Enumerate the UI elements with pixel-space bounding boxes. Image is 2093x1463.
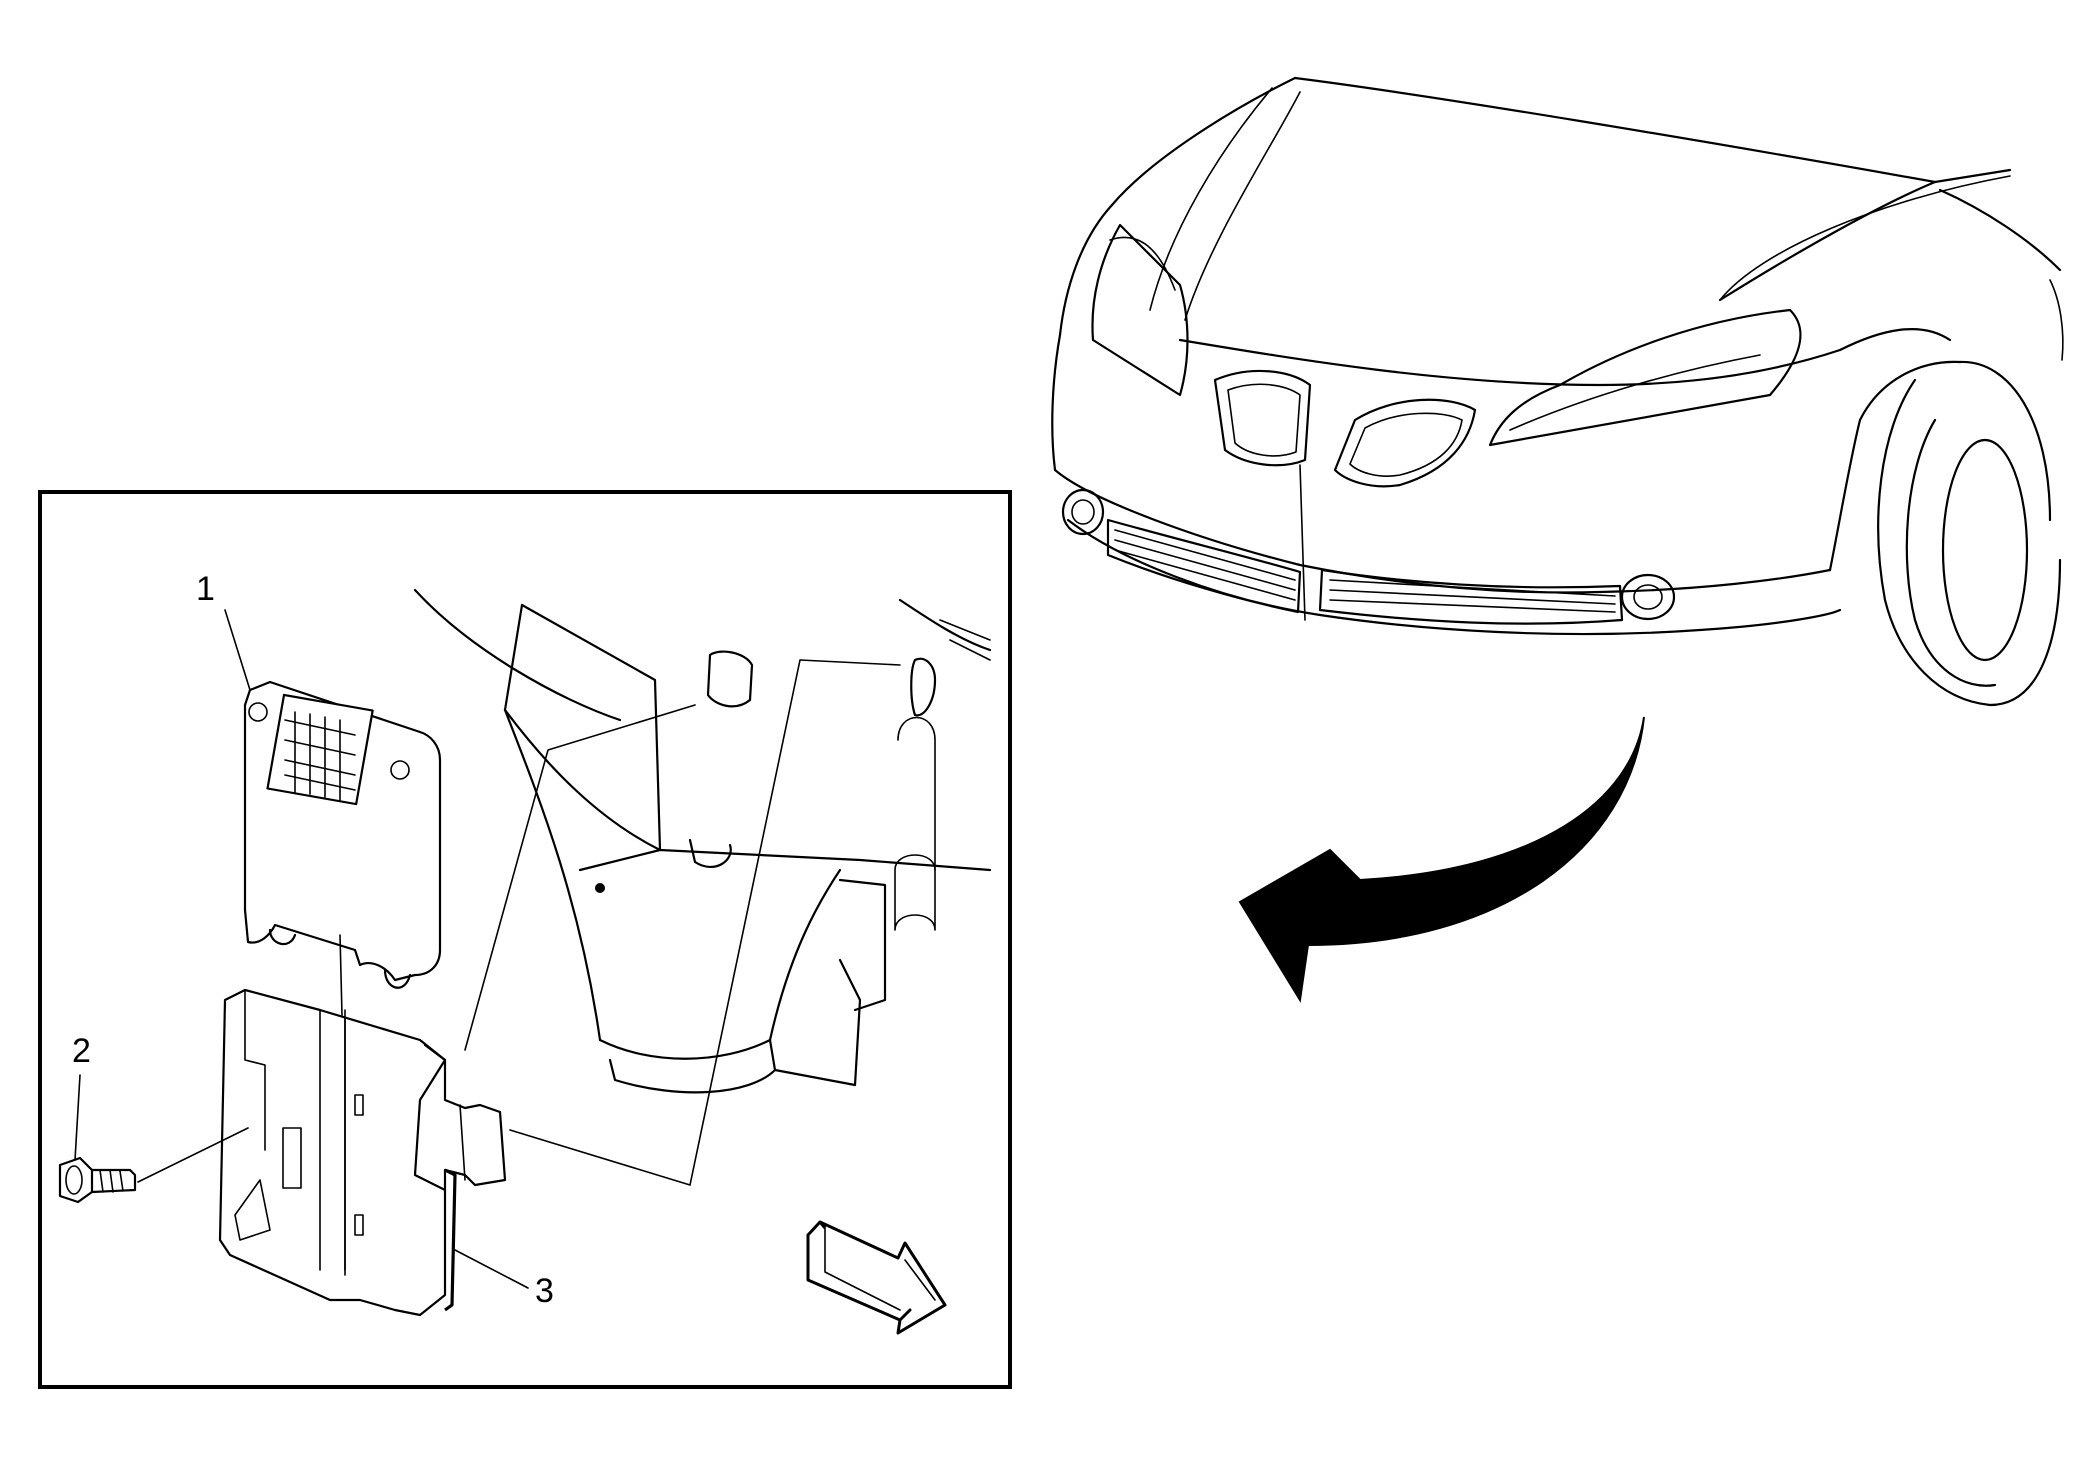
leader-line-3 [454, 1249, 529, 1289]
control-module [243, 680, 442, 989]
mounting-bracket-structure [413, 588, 992, 1094]
leader-line-1 [224, 609, 251, 691]
callout-1: 1 [196, 570, 215, 608]
curved-arrow-icon [1238, 716, 1645, 1003]
direction-arrow-shading-2 [904, 1259, 936, 1301]
forward-direction-arrow-icon [806, 1220, 947, 1335]
alignment-lines [137, 659, 901, 1271]
module-bracket [218, 988, 507, 1317]
leader-line-2 [74, 1074, 81, 1161]
callout-3: 3 [535, 1272, 554, 1310]
detail-inset-frame [38, 490, 1012, 1389]
direction-arrow-shading [824, 1227, 901, 1311]
bolt [58, 1156, 137, 1204]
callout-2: 2 [72, 1032, 91, 1070]
vehicle-front-view [1051, 76, 2064, 707]
